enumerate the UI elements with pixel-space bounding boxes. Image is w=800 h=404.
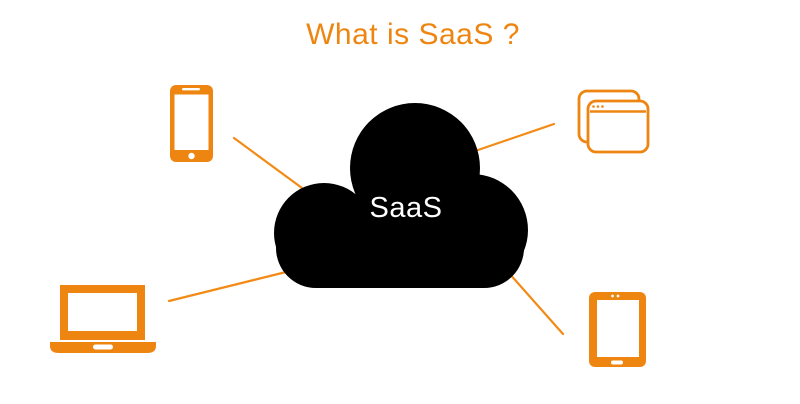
tablet-icon	[589, 292, 646, 367]
smartphone-icon	[170, 85, 213, 162]
browser-windows-icon	[577, 89, 650, 154]
laptop-icon	[50, 285, 156, 353]
browser-front-window	[586, 99, 650, 154]
laptop-trackpad	[93, 344, 113, 350]
connector-lines	[167, 122, 565, 336]
cloud-label: SaaS	[369, 192, 443, 224]
connector-smartphone-line	[232, 136, 304, 190]
page-title: What is SaaS ?	[306, 18, 520, 51]
tablet-home-button	[611, 360, 623, 365]
connector-tablet-line	[506, 270, 565, 336]
smartphone-speaker	[182, 88, 200, 91]
tablet-camera-dot	[616, 294, 620, 298]
connector-browser-line	[476, 122, 556, 152]
smartphone-home-button	[188, 152, 195, 160]
saas-cloud-shape	[274, 103, 528, 288]
connector-laptop-line	[167, 270, 288, 303]
cloud-body	[276, 205, 524, 288]
browser-window-dots	[592, 105, 604, 108]
tablet-camera-dot	[611, 294, 614, 298]
